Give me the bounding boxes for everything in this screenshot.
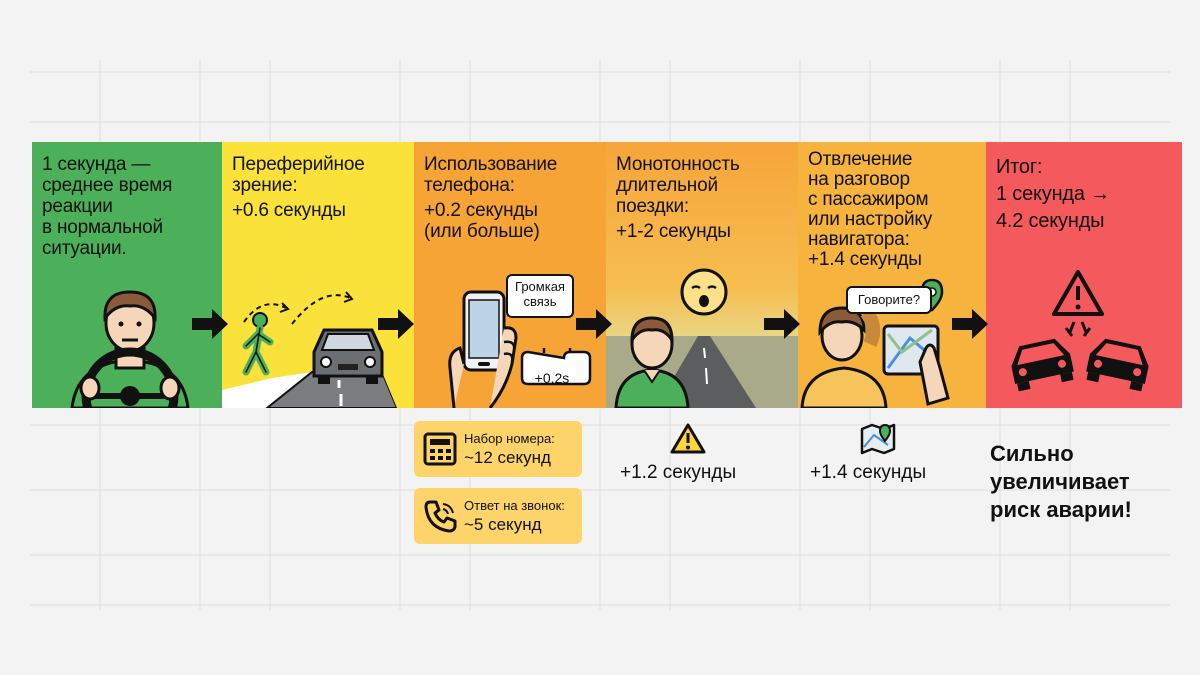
- card-value: ~5 секунд: [464, 515, 542, 534]
- phone-icon: [424, 500, 457, 533]
- panel-normal-text: 1 секунда — среднее время реакции в норм…: [42, 154, 220, 259]
- panel-value: +0.6 секунды: [232, 200, 346, 221]
- card-label: Набор номера:: [464, 431, 555, 446]
- panel-line: длительной: [616, 175, 718, 196]
- calculator-icon: [423, 432, 457, 466]
- flow-arrow-icon: [378, 309, 414, 339]
- panel-line: среднее время: [42, 175, 173, 196]
- map-pin-icon: [860, 423, 896, 455]
- panel-line: телефона:: [424, 175, 515, 196]
- pedestrian-and-car-icon: [222, 291, 418, 408]
- answering-card: Ответ на звонок: ~5 секунд: [414, 488, 582, 544]
- panel-value: +1.4 секунды: [808, 249, 922, 270]
- panel-line: или настройку: [808, 209, 933, 230]
- warning-triangle-icon: [670, 423, 706, 454]
- panel-line: 1 секунда →: [996, 183, 1110, 205]
- panel-line: навигатора:: [808, 229, 910, 250]
- panel-line: ситуации.: [42, 238, 127, 259]
- panel-line: реакции: [42, 196, 113, 217]
- warning-line: Сильно: [990, 441, 1074, 466]
- flow-arrow-icon: [764, 309, 800, 339]
- panel-line: Монотонность: [616, 154, 740, 175]
- panel-value: +1-2 секунды: [616, 221, 731, 242]
- talk-bubble: Говорите?: [846, 286, 932, 314]
- panel-peripheral-vision: Переферийное зрение: +0.6 секунды: [222, 142, 418, 408]
- panel-monotony: Монотонность длительной поездки: +1-2 се…: [606, 142, 802, 408]
- card-label: Ответ на звонок:: [464, 498, 565, 513]
- delay-badge: +0.2s: [534, 370, 570, 386]
- warning-line: риск аварии!: [990, 497, 1132, 522]
- panel-peripheral-text: Переферийное зрение: +0.6 секунды: [232, 154, 410, 221]
- bubble-line: Громкая: [515, 279, 565, 294]
- panel-line: Использование: [424, 154, 558, 175]
- bubble-line: связь: [523, 294, 557, 309]
- panel-value: +0.2 секунды: [424, 200, 538, 221]
- panel-phone-text: Использование телефона: +0.2 секунды (ил…: [424, 154, 602, 242]
- panel-monotony-text: Монотонность длительной поездки: +1-2 се…: [616, 154, 794, 242]
- panel-line: Отвлечение: [808, 149, 913, 170]
- hand-holding-phone-icon: [448, 290, 592, 408]
- tired-driver-on-road-icon: [606, 268, 802, 408]
- panel-value-note: (или больше): [424, 221, 540, 242]
- driver-at-wheel-icon: [70, 290, 190, 408]
- dialing-card: Набор номера: ~12 секунд: [414, 421, 582, 477]
- panel-line: с пассажиром: [808, 189, 929, 210]
- car-crash-icon: [1011, 270, 1149, 392]
- speakerphone-bubble: Громкая связь: [506, 274, 574, 318]
- panel-normal-reaction: 1 секунда — среднее время реакции в норм…: [32, 142, 228, 408]
- panel-line: в нормальной: [42, 217, 163, 238]
- panel-result: Итог: 1 секунда → 4.2 секунды: [986, 142, 1182, 408]
- flow-arrow-icon: [192, 309, 228, 339]
- warning-line: увеличивает: [990, 469, 1130, 494]
- driver-with-navigator-icon: [800, 278, 950, 408]
- panel-phone-usage: Использование телефона: +0.2 секунды (ил…: [414, 142, 610, 408]
- panel-line: Итог:: [996, 156, 1043, 178]
- panel-line: поездки:: [616, 196, 689, 217]
- distraction-extra-value: +1.4 секунды: [810, 462, 927, 483]
- panel-result-text: Итог: 1 секунда → 4.2 секунды: [996, 154, 1174, 235]
- panel-line: зрение:: [232, 175, 298, 196]
- flow-arrow-icon: [952, 309, 988, 339]
- panel-line: 1 секунда —: [42, 154, 151, 175]
- panel-distraction-text: Отвлечение на разговор с пассажиром или …: [808, 150, 986, 270]
- card-value: ~12 секунд: [464, 448, 551, 467]
- panel-line: Переферийное: [232, 154, 365, 175]
- monotony-extra-value: +1.2 секунды: [620, 462, 737, 483]
- risk-warning: Сильно увеличивает риск аварии!: [990, 440, 1132, 524]
- panel-line: 4.2 секунды: [996, 210, 1105, 232]
- panel-line: на разговор: [808, 169, 910, 190]
- panel-distraction: Отвлечение на разговор с пассажиром или …: [798, 142, 994, 408]
- flow-arrow-icon: [576, 309, 612, 339]
